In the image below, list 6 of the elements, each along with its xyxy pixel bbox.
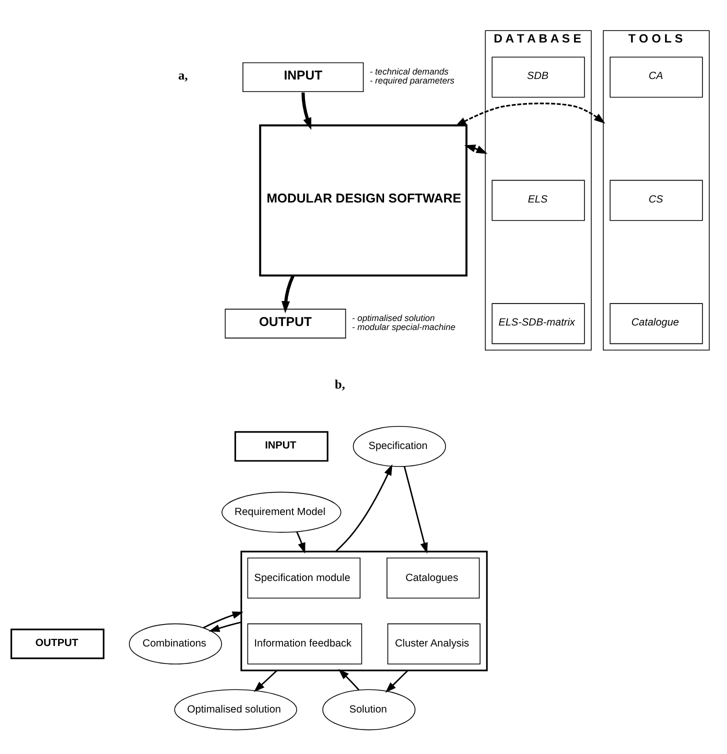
node-label: - optimalised solution <box>352 313 435 324</box>
label: a, <box>178 68 188 82</box>
node-label: - required parameters <box>370 75 454 86</box>
label: b, <box>334 377 346 392</box>
node-label: - modular special-machine <box>352 322 456 332</box>
node-label: - technical demands <box>370 66 449 77</box>
